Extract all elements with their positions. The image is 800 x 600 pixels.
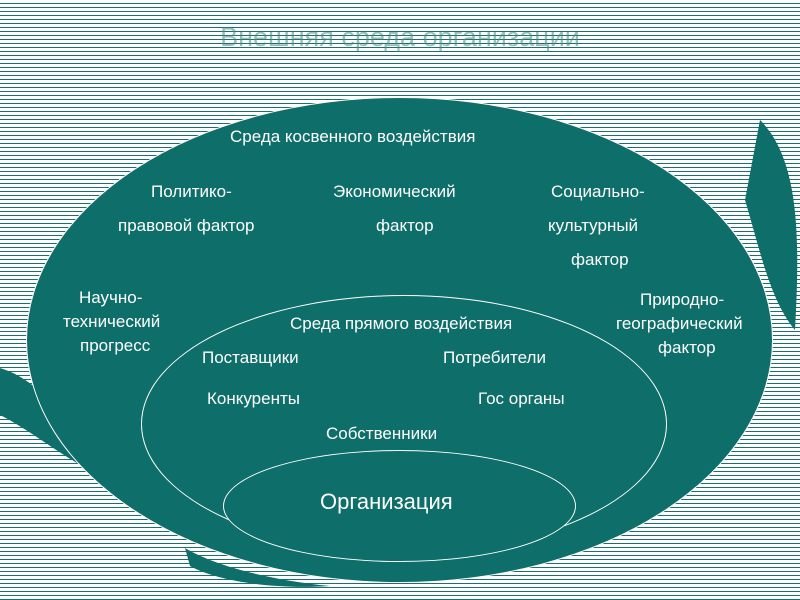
consumers-label: Потребители bbox=[443, 348, 546, 367]
scitech-factor-line3: прогресс bbox=[80, 336, 151, 355]
social-factor-line3: фактор bbox=[571, 250, 629, 269]
economic-factor-line2: фактор bbox=[376, 216, 434, 235]
political-factor-line2: правовой фактор bbox=[118, 216, 255, 235]
political-factor-line1: Политико- bbox=[151, 182, 232, 201]
organization-label: Организация bbox=[320, 489, 453, 514]
social-factor-line2: культурный bbox=[548, 216, 639, 235]
natural-factor-line2: географический bbox=[616, 314, 743, 333]
organization-ellipse bbox=[223, 450, 576, 562]
natural-factor-line3: фактор bbox=[658, 338, 716, 357]
owners-label: Собственники bbox=[326, 424, 438, 443]
suppliers-label: Поставщики bbox=[202, 348, 299, 367]
direct-env-heading: Среда прямого воздействия bbox=[290, 314, 513, 333]
natural-factor-line1: Природно- bbox=[640, 290, 725, 309]
slide-title: Внешняя среда организации bbox=[220, 22, 580, 52]
indirect-env-heading: Среда косвенного воздействия bbox=[230, 127, 476, 146]
economic-factor-line1: Экономический bbox=[333, 182, 456, 201]
social-factor-line1: Социально- bbox=[551, 182, 645, 201]
government-label: Гос органы bbox=[478, 389, 565, 408]
competitors-label: Конкуренты bbox=[207, 389, 300, 408]
scitech-factor-line2: технический bbox=[63, 312, 161, 331]
scitech-factor-line1: Научно- bbox=[79, 288, 143, 307]
